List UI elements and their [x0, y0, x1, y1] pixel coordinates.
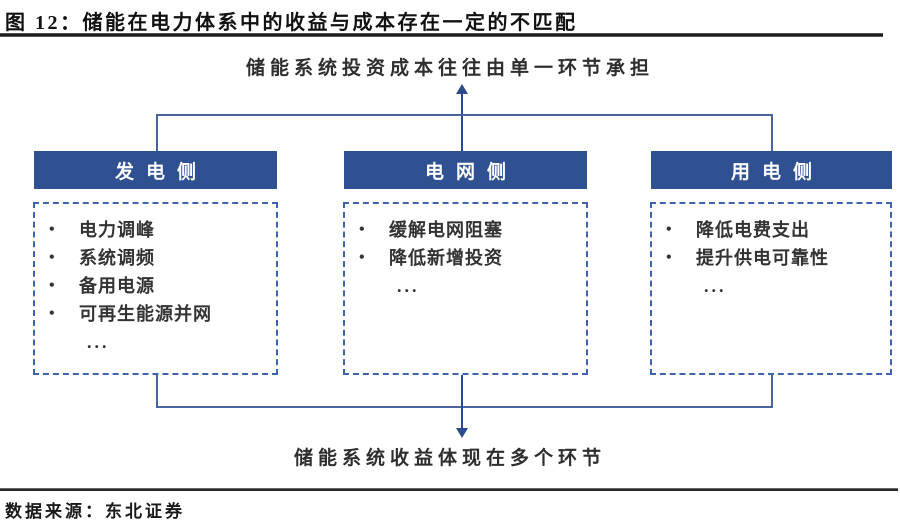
header-grid-side: 电网侧: [344, 151, 587, 189]
header-consumption-side: 用电侧: [651, 151, 892, 189]
list-item-label: 降低电费支出: [696, 220, 810, 240]
list-item: • 降低电费支出: [652, 216, 890, 244]
list-item: • 降低新增投资: [345, 244, 586, 272]
bullet-icon: •: [666, 221, 673, 238]
bullet-icon: •: [49, 249, 56, 266]
source-rule: [0, 488, 898, 491]
list-item: • 可再生能源并网: [35, 300, 276, 328]
list-item: • 提升供电可靠性: [652, 244, 890, 272]
top-bracket-right-drop: [771, 114, 773, 152]
benefits-box-grid: • 缓解电网阻塞 • 降低新增投资 ...: [343, 202, 588, 375]
down-arrow-shaft: [461, 375, 463, 429]
bullet-icon: •: [359, 249, 366, 266]
bottom-bracket-right-drop: [771, 375, 773, 408]
list-item: • 电力调峰: [35, 216, 276, 244]
list-item-label: 备用电源: [79, 276, 155, 296]
list-item-label: 系统调频: [79, 248, 155, 268]
bullet-icon: •: [49, 277, 56, 294]
list-item: • 缓解电网阻塞: [345, 216, 586, 244]
benefits-box-generation: • 电力调峰 • 系统调频 • 备用电源 • 可再生能源并网 ...: [33, 202, 278, 375]
benefits-box-consumption: • 降低电费支出 • 提升供电可靠性 ...: [650, 202, 892, 375]
ellipsis-label: ...: [704, 276, 727, 296]
list-item-label: 电力调峰: [79, 220, 155, 240]
list-item-label: 提升供电可靠性: [696, 248, 829, 268]
down-arrow-icon: [456, 428, 468, 438]
bottom-bracket-left-drop: [156, 375, 158, 408]
ellipsis-label: ...: [397, 276, 420, 296]
list-item-label: 降低新增投资: [389, 248, 503, 268]
title-rule: [0, 33, 883, 37]
bottom-bracket-horizontal: [156, 406, 773, 408]
list-item: • 系统调频: [35, 244, 276, 272]
up-arrow-shaft: [461, 92, 463, 151]
top-bracket-left-drop: [156, 114, 158, 152]
header-generation-side: 发电侧: [34, 151, 277, 189]
list-item: • 备用电源: [35, 272, 276, 300]
bottom-caption: 储能系统收益体现在多个环节: [293, 448, 606, 469]
source-text: 数据来源：东北证券: [5, 502, 185, 521]
bullet-icon: •: [359, 221, 366, 238]
bullet-icon: •: [49, 305, 56, 322]
figure-title: 图 12：储能在电力体系中的收益与成本存在一定的不匹配: [5, 12, 578, 34]
bullet-icon: •: [49, 221, 56, 238]
top-caption: 储能系统投资成本往往由单一环节承担: [245, 58, 654, 79]
list-item-label: 可再生能源并网: [79, 304, 212, 324]
ellipsis-label: ...: [87, 332, 110, 352]
bullet-icon: •: [666, 249, 673, 266]
top-bracket-horizontal: [156, 114, 773, 116]
up-arrow-icon: [456, 84, 468, 94]
list-item-label: 缓解电网阻塞: [389, 220, 503, 240]
